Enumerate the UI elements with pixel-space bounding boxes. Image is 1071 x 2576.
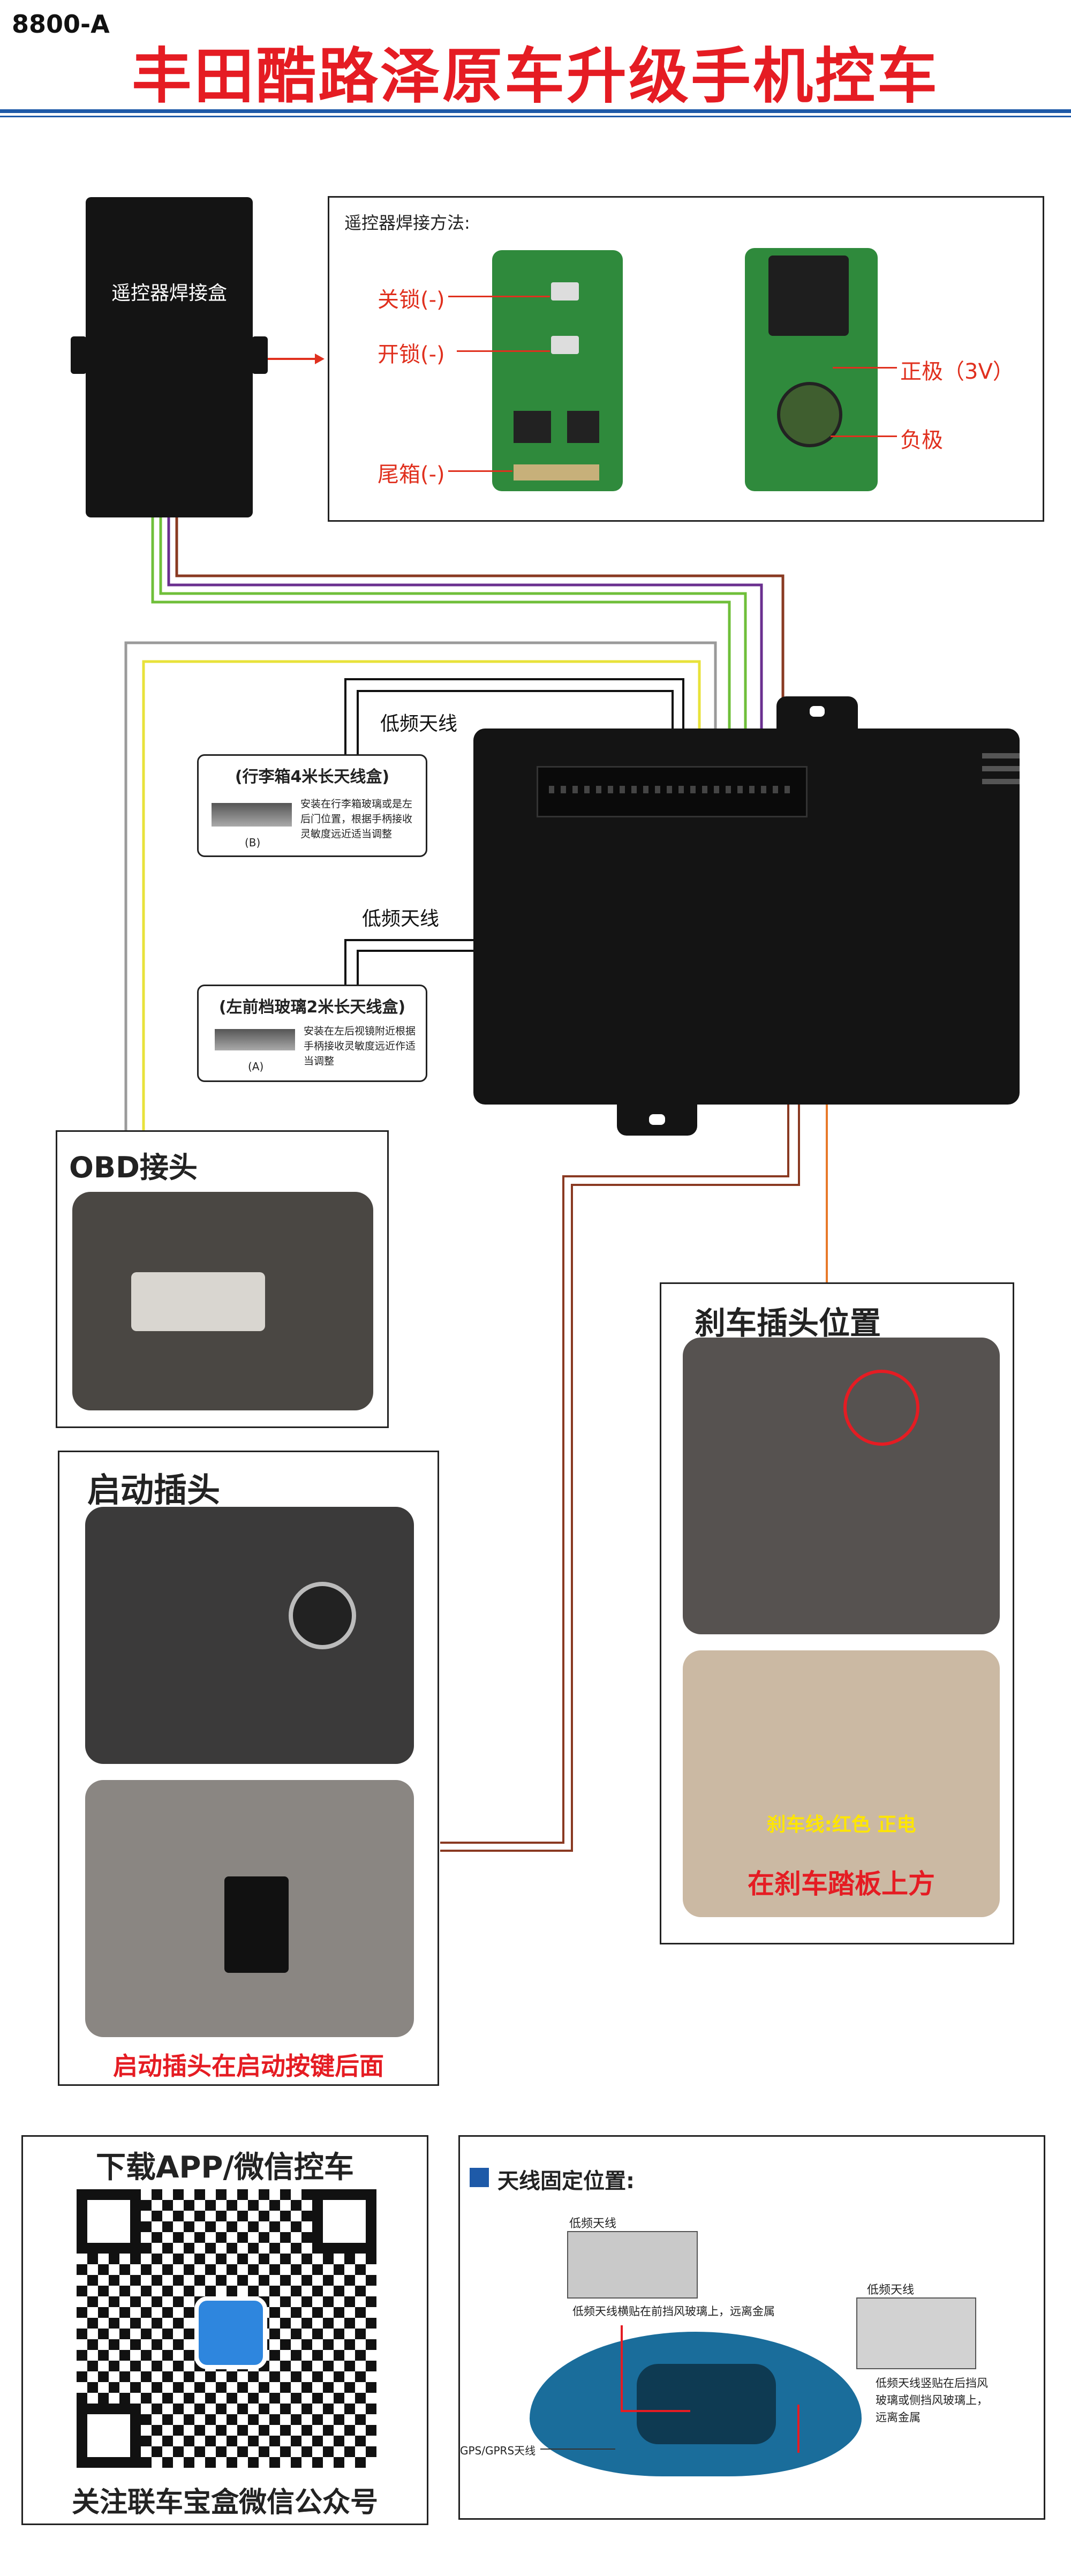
start-button-photo bbox=[85, 1507, 414, 1764]
antenna-front-photo bbox=[567, 2231, 698, 2299]
label-negative: 负极 bbox=[900, 428, 943, 453]
antenna-position-panel: 天线固定位置: 低频天线 低频天线横贴在前挡风玻璃上，远离金属 低频天线 低频天… bbox=[458, 2135, 1045, 2520]
remote-welding-box: 遥控器焊接盒 bbox=[86, 197, 253, 517]
brake-caption: 在刹车踏板上方 bbox=[748, 1868, 935, 1899]
trunk-antenna-box: (行李箱4米长天线盒) 安装在行李箱玻璃或是左后门位置，根据手柄接收灵敏度远近适… bbox=[197, 754, 427, 857]
pcb-chip-1 bbox=[514, 411, 551, 443]
module-bottom-tab-hole bbox=[649, 1114, 665, 1125]
front-antenna-title: (左前档玻璃2米长天线盒) bbox=[218, 998, 406, 1017]
qr-finder-bl bbox=[77, 2404, 141, 2468]
label-positive: 正极（3V） bbox=[900, 359, 1014, 384]
start-title: 启动插头 bbox=[87, 1470, 221, 1509]
page-title: 丰田酷路泽原车升级手机控车 bbox=[132, 42, 939, 111]
qr-finder-tl bbox=[77, 2189, 141, 2254]
label-lock: 关锁(-) bbox=[378, 288, 445, 312]
lf-antenna-label-bottom: 低频天线 bbox=[362, 908, 440, 930]
leader-negative bbox=[831, 435, 897, 437]
model-code: 8800-A bbox=[12, 10, 110, 39]
unlock-button-pad bbox=[551, 336, 579, 354]
trunk-antenna-device bbox=[212, 803, 292, 827]
module-vent-3 bbox=[982, 779, 1020, 784]
module-connector bbox=[537, 766, 808, 817]
car-roof-glass bbox=[637, 2364, 776, 2444]
car-top-view bbox=[530, 2332, 862, 2476]
qr-code bbox=[77, 2189, 376, 2468]
front-antenna-note: 安装在左后视镜附近根据手柄接收灵敏度远近作适当调整 bbox=[304, 1025, 416, 1067]
remote-box-tab-left bbox=[71, 336, 87, 374]
front-antenna-box: (左前档玻璃2米长天线盒) 安装在左后视镜附近根据手柄接收灵敏度远近作适当调整 … bbox=[197, 985, 427, 1082]
remote-pcb-front bbox=[492, 250, 623, 491]
welding-title: 遥控器焊接方法: bbox=[344, 213, 470, 233]
wire-yellow-obd bbox=[142, 660, 701, 1130]
app-qr-panel: 下载APP/微信控车 关注联车宝盒微信公众号 bbox=[21, 2135, 428, 2525]
pcb-chip-2 bbox=[567, 411, 599, 443]
trunk-antenna-title: (行李箱4米长天线盒) bbox=[235, 768, 390, 786]
obd-connector-shape bbox=[131, 1272, 265, 1331]
module-vent-1 bbox=[982, 753, 1020, 758]
remote-pcb-back bbox=[745, 248, 878, 491]
brake-wire-photo: 刹车线:红色 正电 在刹车踏板上方 bbox=[683, 1650, 1000, 1917]
front-antenna-marker-h bbox=[621, 2410, 690, 2412]
trunk-antenna-note: 安装在行李箱玻璃或是左后门位置，根据手柄接收灵敏度远近适当调整 bbox=[300, 798, 413, 840]
pcb-battery-holder bbox=[768, 256, 849, 336]
antenna-front-note: 低频天线横贴在前挡风玻璃上，远离金属 bbox=[572, 2305, 775, 2318]
gps-label: GPS/GPRS天线 bbox=[460, 2444, 536, 2457]
welding-method-panel: 遥控器焊接方法: 关锁(-) 开锁(-) 尾箱(-) 正极（3V） 负极 bbox=[328, 196, 1044, 522]
leader-lock bbox=[448, 296, 550, 297]
module-top-tab-hole bbox=[810, 706, 825, 717]
remote-box-label: 遥控器焊接盒 bbox=[111, 282, 227, 304]
start-button-shape bbox=[289, 1582, 356, 1649]
start-plug-photo bbox=[85, 1780, 414, 2037]
gps-leader bbox=[540, 2449, 615, 2450]
obd-panel: OBD接头 bbox=[56, 1130, 389, 1428]
wire-lf-antenna-b-1 bbox=[344, 678, 684, 771]
module-connector-pins bbox=[549, 786, 795, 793]
label-unlock: 开锁(-) bbox=[378, 342, 445, 367]
app-title: 下载APP/微信控车 bbox=[96, 2150, 354, 2185]
antenna-pos-bullet bbox=[470, 2168, 489, 2187]
remote-arrow-head bbox=[315, 354, 325, 364]
brake-title: 刹车插头位置 bbox=[695, 1305, 881, 1341]
label-trunk: 尾箱(-) bbox=[378, 462, 445, 487]
wire-brown-remote bbox=[175, 517, 785, 771]
wire-gray-obd bbox=[124, 641, 717, 1130]
trunk-button-pad bbox=[514, 464, 599, 480]
rear-antenna-marker bbox=[797, 2405, 800, 2453]
wire-purple-remote bbox=[167, 517, 763, 771]
remote-box-tab-right bbox=[252, 336, 268, 374]
pcb-coil bbox=[777, 382, 842, 447]
antenna-rear-photo bbox=[856, 2297, 976, 2369]
front-antenna-tag: (A) bbox=[248, 1060, 264, 1073]
brake-highlight-circle bbox=[843, 1370, 919, 1446]
antenna-rear-note: 低频天线竖贴在后挡风玻璃或侧挡风玻璃上，远离金属 bbox=[876, 2377, 988, 2424]
obd-title: OBD接头 bbox=[69, 1151, 198, 1184]
start-plug-panel: 启动插头 启动插头在启动按键后面 bbox=[58, 1451, 439, 2086]
module-vent-2 bbox=[982, 766, 1020, 771]
antenna-rear-label: 低频天线 bbox=[867, 2284, 915, 2297]
leader-trunk bbox=[448, 470, 512, 472]
front-antenna-marker bbox=[621, 2325, 623, 2411]
header-rule-thick bbox=[0, 109, 1071, 113]
trunk-antenna-tag: (B) bbox=[245, 836, 261, 849]
obd-photo bbox=[72, 1192, 373, 1410]
main-control-module bbox=[473, 729, 1020, 1105]
antenna-front-label: 低频天线 bbox=[569, 2217, 617, 2230]
brake-plug-panel: 刹车插头位置 刹车线:红色 正电 在刹车踏板上方 bbox=[660, 1282, 1014, 1944]
antenna-pos-title: 天线固定位置: bbox=[497, 2169, 635, 2194]
start-caption: 启动插头在启动按键后面 bbox=[113, 2052, 384, 2081]
brake-wire-note: 刹车线:红色 正电 bbox=[766, 1814, 916, 1836]
lf-antenna-label-top: 低频天线 bbox=[380, 713, 458, 735]
qr-finder-tr bbox=[312, 2189, 376, 2254]
brake-location-photo bbox=[683, 1338, 1000, 1634]
app-footer: 关注联车宝盒微信公众号 bbox=[71, 2487, 378, 2519]
app-logo bbox=[194, 2296, 267, 2369]
wire-green-remote-2 bbox=[151, 517, 731, 771]
start-plug-shape bbox=[224, 1876, 289, 1973]
header-rule-thin bbox=[0, 116, 1071, 117]
front-antenna-device bbox=[215, 1029, 295, 1050]
leader-unlock bbox=[457, 350, 550, 352]
leader-positive bbox=[833, 367, 897, 369]
wire-green-remote-1 bbox=[159, 517, 747, 771]
lock-button-pad bbox=[551, 282, 579, 301]
